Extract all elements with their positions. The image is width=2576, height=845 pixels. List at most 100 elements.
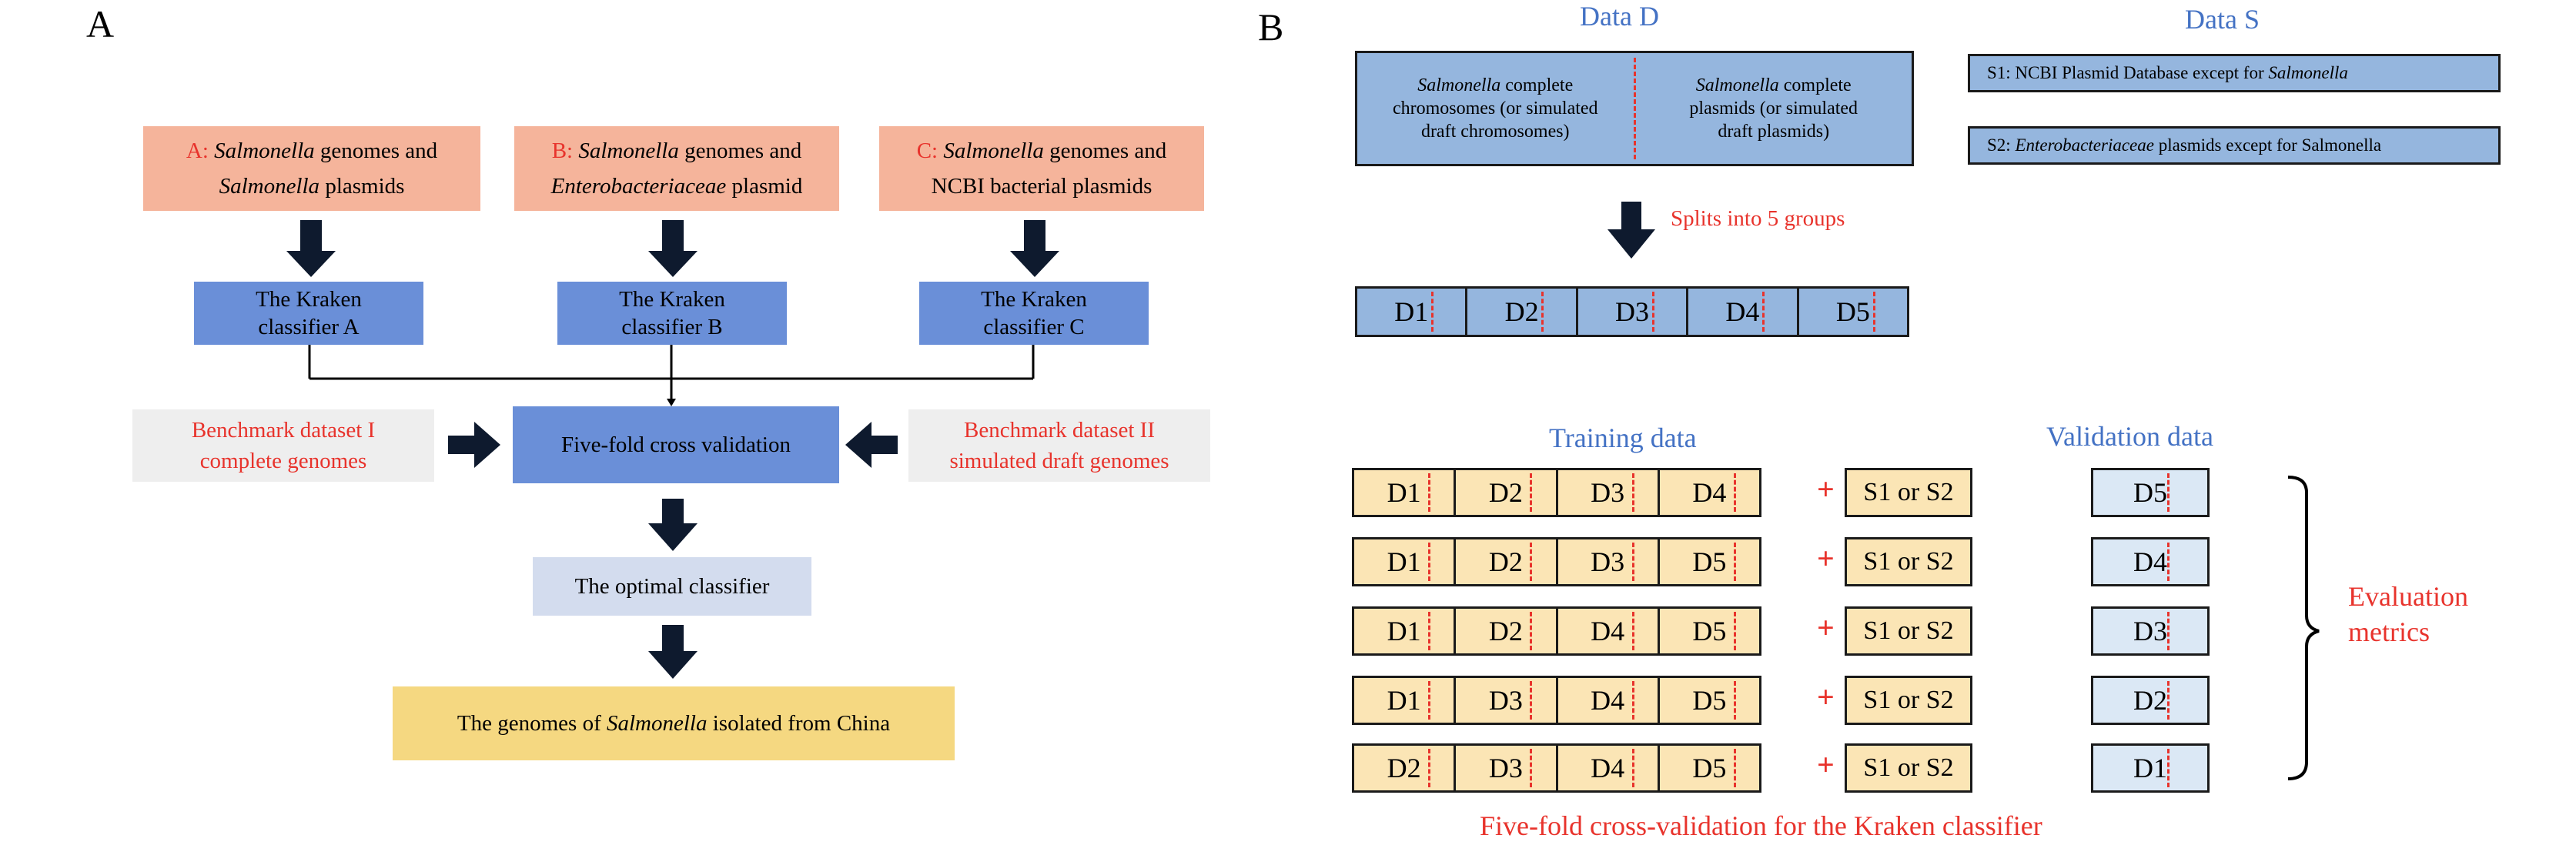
training-label: D1	[1387, 477, 1421, 508]
source-a-prefix: A:	[186, 139, 215, 163]
group-cell: D1	[1357, 289, 1468, 335]
validation-cell: D3	[2093, 609, 2207, 653]
china-genomes-box: The genomes of Salmonella isolated from …	[393, 686, 955, 760]
optimal-classifier-label: The optimal classifier	[574, 573, 770, 599]
fold-2-plus: +	[1817, 541, 1835, 576]
data-d-right-line3: draft plasmids)	[1718, 122, 1830, 142]
group-label: D1	[1394, 296, 1429, 327]
training-cell: D2	[1456, 609, 1558, 653]
training-label: D3	[1591, 546, 1625, 577]
china-italic: Salmonella	[607, 710, 708, 736]
fold-3-plus: +	[1817, 610, 1835, 645]
fold-2-training-row: D1 D2 D3 D5	[1352, 537, 1761, 586]
arrow-right-benchmark-1	[448, 422, 500, 468]
group-label: D3	[1615, 296, 1650, 327]
training-cell: D2	[1456, 470, 1558, 515]
fold-1-plus: +	[1817, 472, 1835, 506]
group-label: D2	[1504, 296, 1539, 327]
fold-3-training-row: D1 D2 D4 D5	[1352, 606, 1761, 656]
fold-4-plus: +	[1817, 680, 1835, 714]
training-cell: D1	[1354, 470, 1457, 515]
training-label: D4	[1591, 685, 1625, 716]
panel-a-letter: A	[86, 2, 115, 45]
group-label: D5	[1835, 296, 1870, 327]
training-cell: D5	[1660, 678, 1759, 723]
kraken-b-line2: classifier B	[621, 315, 723, 339]
arrow-left-benchmark-2	[845, 422, 898, 468]
training-cell: D5	[1660, 746, 1759, 790]
arrow-down-c	[1010, 220, 1059, 277]
validation-cell: D5	[2093, 470, 2207, 515]
fold-5-extra: S1 or S2	[1845, 743, 1972, 793]
training-label: D2	[1488, 477, 1523, 508]
source-a-italic1: Salmonella	[214, 139, 315, 163]
training-label: D5	[1692, 546, 1727, 577]
training-cell: D1	[1354, 678, 1457, 723]
benchmark-2-line2: simulated draft genomes	[949, 449, 1169, 473]
arrow-down-cv	[648, 499, 698, 551]
source-c-rest1: genomes and	[1043, 139, 1167, 163]
source-b-italic1: Salmonella	[578, 139, 679, 163]
s2-pre: S2:	[1987, 135, 2016, 155]
training-cell: D2	[1354, 746, 1457, 790]
fold-2-validation: D4	[2091, 537, 2210, 586]
arrow-down-splits	[1607, 202, 1655, 259]
arrow-down-a	[286, 220, 336, 277]
training-cell: D5	[1660, 539, 1759, 584]
group-cell: D2	[1467, 289, 1578, 335]
kraken-a-line1: The Kraken	[256, 287, 362, 312]
kraken-a-line2: classifier A	[258, 315, 360, 339]
data-s-title: Data S	[2185, 4, 2260, 35]
evaluation-bracket	[2287, 476, 2320, 780]
data-d-right-italic: Salmonella	[1695, 75, 1779, 95]
benchmark-2-line1: Benchmark dataset II	[963, 418, 1155, 443]
benchmark-1-line2: complete genomes	[199, 449, 367, 473]
source-b-italic2: Enterobacteriaceae	[550, 174, 727, 199]
training-data-title: Training data	[1549, 422, 1697, 453]
training-label: D1	[1387, 616, 1421, 646]
connector-arrowhead	[667, 399, 676, 406]
training-label: D5	[1692, 685, 1727, 716]
kraken-c-line2: classifier C	[983, 315, 1085, 339]
training-label: D3	[1591, 477, 1625, 508]
data-d-left-rest: complete	[1500, 75, 1574, 95]
data-d-left-italic: Salmonella	[1417, 75, 1501, 95]
data-d-right-rest: complete	[1778, 75, 1852, 95]
source-c-rest2: NCBI bacterial plasmids	[931, 174, 1153, 199]
source-box-a: A: Salmonella genomes and Salmonella pla…	[143, 126, 480, 211]
panel-b-letter: B	[1258, 5, 1284, 48]
training-cell: D2	[1456, 539, 1558, 584]
group-cell: D4	[1688, 289, 1799, 335]
validation-data-title: Validation data	[2046, 421, 2213, 452]
fold-3-extra: S1 or S2	[1845, 606, 1972, 656]
training-label: D3	[1488, 685, 1523, 716]
s1-italic: Salmonella	[2268, 63, 2348, 82]
training-cell: D4	[1558, 678, 1660, 723]
s1-pre: S1: NCBI Plasmid Database except for	[1987, 63, 2269, 82]
training-cell: D5	[1660, 609, 1759, 653]
arrow-down-optimal	[648, 625, 698, 679]
group-cell: D5	[1799, 289, 1907, 335]
fold-3-validation: D3	[2091, 606, 2210, 656]
kraken-b-line1: The Kraken	[619, 287, 725, 312]
kraken-classifier-a: The Kraken classifier A	[194, 282, 423, 345]
benchmark-dataset-2: Benchmark dataset II simulated draft geno…	[908, 409, 1210, 482]
source-box-c: C: Salmonella genomes and NCBI bacterial…	[879, 126, 1204, 211]
training-label: D5	[1692, 616, 1727, 646]
source-c-italic1: Salmonella	[943, 139, 1044, 163]
group-cell: D3	[1578, 289, 1689, 335]
validation-label: D1	[2133, 753, 2167, 783]
fold-5-plus: +	[1817, 747, 1835, 782]
data-s2-box: S2: Enterobacteriaceae plasmids except f…	[1968, 126, 2501, 165]
training-label: D1	[1387, 546, 1421, 577]
training-label: D4	[1591, 616, 1625, 646]
fold-4-validation: D2	[2091, 676, 2210, 725]
fold-5-validation: D1	[2091, 743, 2210, 793]
validation-label: D4	[2133, 546, 2167, 577]
group-label: D4	[1725, 296, 1760, 327]
training-cell: D4	[1660, 470, 1759, 515]
